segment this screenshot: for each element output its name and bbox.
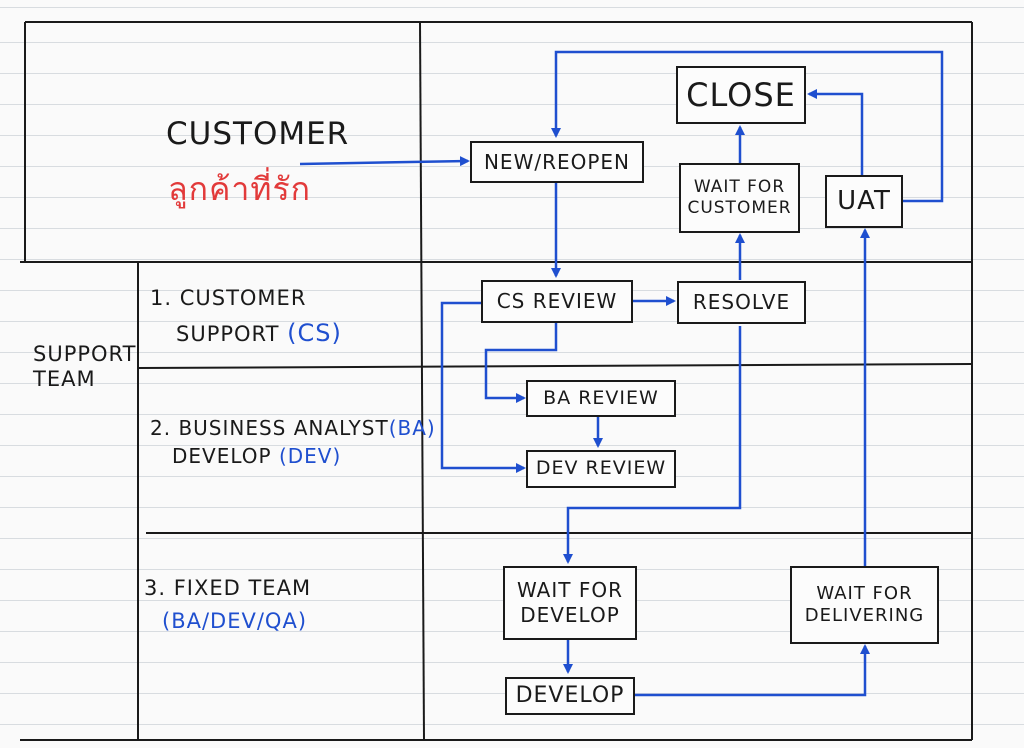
node-wait-delivering-line1: WAIT FOR <box>816 582 913 604</box>
arrow-customer-to-new <box>299 156 470 167</box>
node-resolve-label: RESOLVE <box>692 290 791 314</box>
node-wait-customer-line2: CUSTOMER <box>687 198 792 218</box>
node-wait-customer-line1: WAIT FOR <box>693 176 786 197</box>
swimlane-grid <box>20 21 973 741</box>
cs-lane-line2-text: SUPPORT <box>176 322 280 347</box>
node-develop[interactable]: DEVELOP <box>505 677 635 715</box>
grid-cs-divider <box>137 363 973 369</box>
node-ba-review-label: BA REVIEW <box>543 386 659 409</box>
cs-lane-line1: 1. CUSTOMER <box>150 286 307 310</box>
node-wait-delivering-line2: DELIVERING <box>804 605 925 626</box>
node-cs-review-label: CS REVIEW <box>496 289 618 313</box>
arrow-cs-review-to-dev-review <box>440 301 526 473</box>
cs-lane-line2: SUPPORT (CS) <box>176 319 342 348</box>
ba-lane-abbr: (BA) <box>388 416 436 440</box>
node-close-label: CLOSE <box>686 76 796 114</box>
node-new-reopen[interactable]: NEW/REOPEN <box>470 141 644 183</box>
grid-lane-divider <box>419 21 425 741</box>
arrow-resolve-to-wait-develop <box>563 326 742 564</box>
cs-lane-label: 1. CUSTOMER SUPPORT (CS) <box>150 286 342 348</box>
support-team-line2: TEAM <box>33 367 96 392</box>
support-team-line1: SUPPORT <box>33 342 137 366</box>
node-wait-for-develop[interactable]: WAIT FOR DEVELOP <box>503 566 637 640</box>
ba-dev-lane-label: 2. BUSINESS ANALYST(BA) DEVELOP (DEV) <box>150 416 436 468</box>
node-uat-label: UAT <box>837 186 891 217</box>
arrow-uat-to-close <box>807 89 864 175</box>
node-close[interactable]: CLOSE <box>676 66 806 124</box>
fixed-team-line2: (BA/DEV/QA) <box>162 609 308 634</box>
fixed-team-line1: 3. FIXED TEAM <box>144 576 312 600</box>
arrow-uat-to-reopen <box>551 50 944 203</box>
node-uat[interactable]: UAT <box>825 175 903 228</box>
node-resolve[interactable]: RESOLVE <box>677 281 806 324</box>
node-ba-review[interactable]: BA REVIEW <box>526 380 676 417</box>
arrow-cs-review-to-ba-review <box>484 323 558 403</box>
dev-lane-abbr: (DEV) <box>278 444 342 468</box>
node-wait-develop-line2: DEVELOP <box>520 603 620 627</box>
dev-lane-text: DEVELOP <box>172 444 272 468</box>
cs-lane-abbr: (CS) <box>287 319 342 348</box>
node-dev-review[interactable]: DEV REVIEW <box>526 450 676 488</box>
node-wait-develop-line1: WAIT FOR <box>517 578 623 602</box>
node-cs-review[interactable]: CS REVIEW <box>481 280 633 323</box>
customer-label: CUSTOMER <box>166 116 350 152</box>
node-new-reopen-label: NEW/REOPEN <box>483 149 631 174</box>
ba-dev-lane-line1: 2. BUSINESS ANALYST(BA) <box>150 416 436 440</box>
flow-arrows <box>299 50 944 697</box>
node-wait-for-customer[interactable]: WAIT FOR CUSTOMER <box>679 163 800 233</box>
node-develop-label: DEVELOP <box>515 683 625 709</box>
fixed-team-lane-label: 3. FIXED TEAM (BA/DEV/QA) <box>144 576 311 634</box>
ba-dev-lane-line2: DEVELOP (DEV) <box>172 444 436 468</box>
node-dev-review-label: DEV REVIEW <box>535 457 667 480</box>
ba-lane-text: 2. BUSINESS ANALYST <box>150 416 389 440</box>
node-wait-for-delivering[interactable]: WAIT FOR DELIVERING <box>790 566 939 644</box>
customer-thai-label: ลูกค้าที่รัก <box>168 170 312 208</box>
support-team-label: SUPPORT TEAM <box>33 342 136 392</box>
arrow-develop-to-wait-delivering <box>635 644 870 697</box>
